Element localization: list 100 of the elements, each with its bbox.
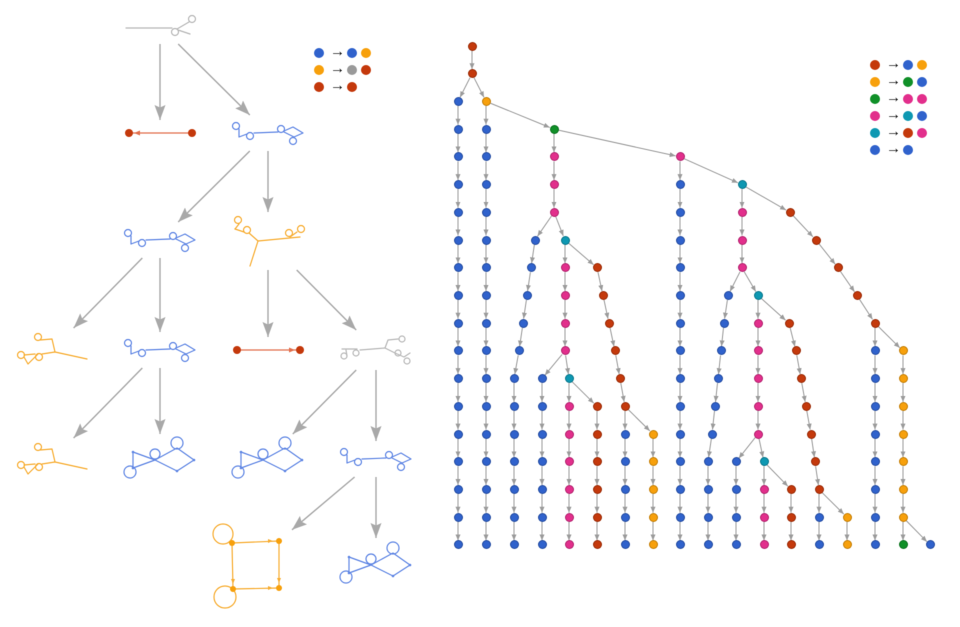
arrow <box>622 521 628 541</box>
arrow <box>796 354 802 375</box>
arrow <box>540 466 544 486</box>
arrow <box>707 438 712 458</box>
arrow <box>758 438 764 458</box>
arrow <box>615 354 621 375</box>
arrow <box>738 437 756 459</box>
arrow <box>484 300 488 320</box>
arrow <box>484 327 488 347</box>
arrow <box>512 382 516 402</box>
arrow <box>572 381 594 404</box>
arrow <box>513 354 519 375</box>
arrow <box>522 299 527 320</box>
arrow <box>740 244 744 264</box>
arrow <box>568 242 594 266</box>
arrow <box>815 466 820 486</box>
arrow <box>900 382 906 402</box>
arrow <box>734 494 738 514</box>
arrow <box>762 521 766 541</box>
arrow <box>484 521 488 541</box>
arrow <box>566 466 572 486</box>
arrow <box>678 521 682 541</box>
arrow <box>566 410 572 430</box>
arrow <box>540 382 544 402</box>
arrow <box>594 521 600 541</box>
arrow <box>706 521 710 541</box>
arrow <box>716 354 722 375</box>
arrow <box>710 410 716 430</box>
arrow <box>292 370 357 434</box>
arrow <box>484 133 488 153</box>
arrow <box>456 105 460 126</box>
arrow <box>622 410 628 430</box>
arrow <box>512 410 516 430</box>
arrow <box>292 476 356 530</box>
arrow <box>872 466 878 486</box>
arrow <box>484 494 488 514</box>
arrow <box>788 521 794 541</box>
arrow <box>540 494 544 514</box>
arrow <box>744 271 756 292</box>
arrow <box>594 438 600 458</box>
arrow <box>872 382 878 402</box>
arrow <box>756 354 760 375</box>
arrow <box>262 270 274 337</box>
arrow <box>370 477 382 538</box>
arrow <box>678 466 682 486</box>
arrow <box>370 370 382 441</box>
arrow <box>650 494 656 514</box>
arrow <box>512 521 516 541</box>
arrow <box>456 466 460 486</box>
arrow <box>552 160 556 181</box>
arrow <box>844 521 850 541</box>
arrow <box>762 466 766 486</box>
arrow <box>562 300 568 320</box>
arrow <box>512 438 516 458</box>
rule-arrow: → <box>330 61 345 77</box>
arrow <box>678 382 682 402</box>
arrow <box>456 438 460 458</box>
arrow <box>540 410 544 430</box>
arrow <box>484 272 488 292</box>
arrow <box>792 215 814 238</box>
arrow <box>678 410 682 430</box>
arrow <box>594 410 600 430</box>
arrow <box>878 326 900 348</box>
arrow <box>678 438 682 458</box>
arrow <box>706 466 710 486</box>
arrow <box>762 494 766 514</box>
rule-arrow: → <box>886 56 901 72</box>
arrow <box>872 410 878 430</box>
arrow <box>484 105 488 126</box>
arrow <box>622 438 628 458</box>
arrow <box>678 354 682 375</box>
arrow <box>484 382 488 402</box>
arrow <box>474 77 484 98</box>
arrow <box>756 327 760 347</box>
arrow <box>790 327 796 348</box>
arrow <box>678 188 682 208</box>
arrow <box>456 272 460 292</box>
arrow <box>734 466 738 486</box>
rule-arrow: → <box>886 107 901 123</box>
arrow <box>740 188 744 208</box>
arrow <box>872 438 878 458</box>
arrow <box>484 216 488 236</box>
arrow <box>678 216 682 236</box>
arrow <box>552 133 556 153</box>
arrow <box>872 521 878 541</box>
arrow <box>456 382 460 402</box>
rule-arrow: → <box>330 78 345 94</box>
arrow <box>566 382 572 402</box>
arrow <box>872 494 878 514</box>
arrow <box>650 438 656 458</box>
arrow <box>178 150 250 222</box>
arrow <box>73 368 143 438</box>
arrow <box>562 272 568 292</box>
arrow <box>650 521 656 541</box>
arrow <box>540 438 544 458</box>
arrow <box>490 102 550 128</box>
arrow <box>766 464 788 487</box>
arrow <box>456 327 460 347</box>
arrow <box>565 354 570 375</box>
arrow <box>604 299 610 320</box>
